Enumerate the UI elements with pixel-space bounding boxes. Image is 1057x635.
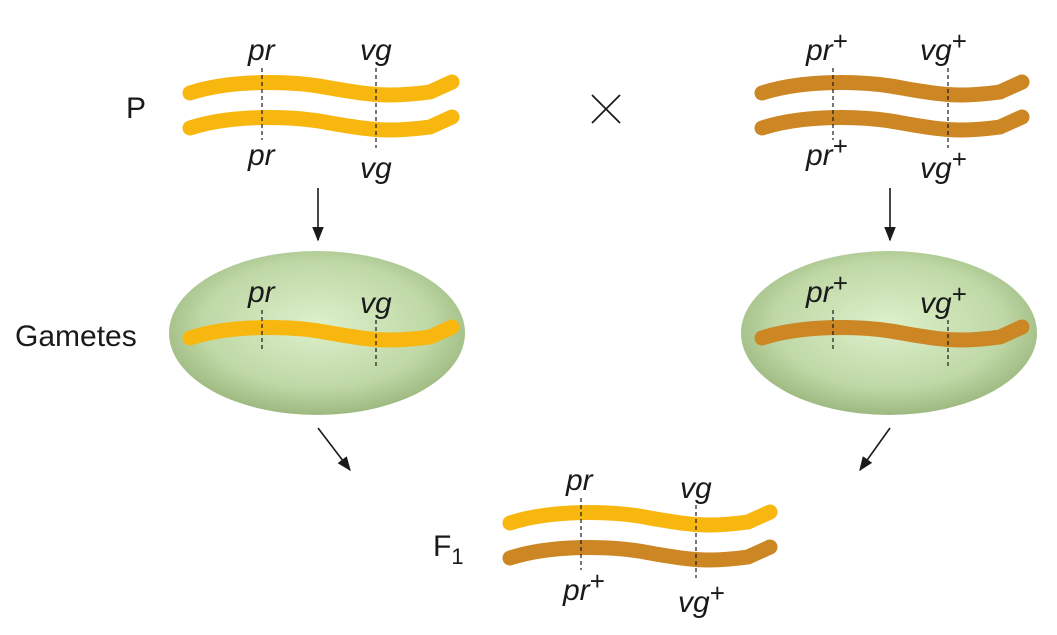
chromosome-wild-bottom <box>754 109 1030 138</box>
f1-heterozygote: pr vg pr+ vg+ <box>502 464 778 619</box>
gamete-mutant: pr vg <box>169 251 465 415</box>
gamete-allele-vg-plus: vg+ <box>920 279 967 320</box>
gamete-allele-pr: pr <box>247 276 276 309</box>
f1-chromosome-mutant <box>502 504 778 533</box>
gametes-label: Gametes <box>15 320 137 353</box>
parent-wild-type: pr+ vg+ pr+ vg+ <box>754 26 1030 185</box>
allele-vg-plus-top: vg+ <box>920 26 967 67</box>
arrow-gamete-left-to-f1 <box>317 427 351 472</box>
chromosome-mutant-top <box>182 74 460 103</box>
gamete-allele-pr-plus: pr+ <box>805 268 848 309</box>
cross-symbol <box>591 94 621 124</box>
allele-pr-bottom: pr <box>247 139 276 172</box>
f1-label: F1 <box>433 530 464 569</box>
arrow-gamete-right-to-f1 <box>859 427 891 472</box>
gamete-wild-type: pr+ vg+ <box>741 251 1037 415</box>
parental-label: P <box>126 92 146 125</box>
gamete-allele-vg: vg <box>360 287 392 320</box>
f1-allele-pr: pr <box>565 464 594 497</box>
parent-mutant: pr vg pr vg <box>182 34 460 185</box>
f1-allele-pr-plus: pr+ <box>562 566 605 607</box>
allele-pr-plus-bottom: pr+ <box>805 131 848 172</box>
f1-allele-vg-plus: vg+ <box>678 578 725 619</box>
allele-pr-top: pr <box>247 34 276 67</box>
chromosome-wild-top <box>754 74 1030 103</box>
f1-allele-vg: vg <box>680 472 712 505</box>
gamete-chromosome-wild <box>754 319 1030 348</box>
f1-chromosome-wild <box>502 539 778 568</box>
gamete-chromosome-mutant <box>182 319 460 348</box>
allele-pr-plus-top: pr+ <box>805 26 848 67</box>
chromosome-mutant-bottom <box>182 109 460 138</box>
allele-vg-plus-bottom: vg+ <box>920 144 967 185</box>
allele-vg-bottom: vg <box>360 152 392 185</box>
allele-vg-top: vg <box>360 34 392 67</box>
